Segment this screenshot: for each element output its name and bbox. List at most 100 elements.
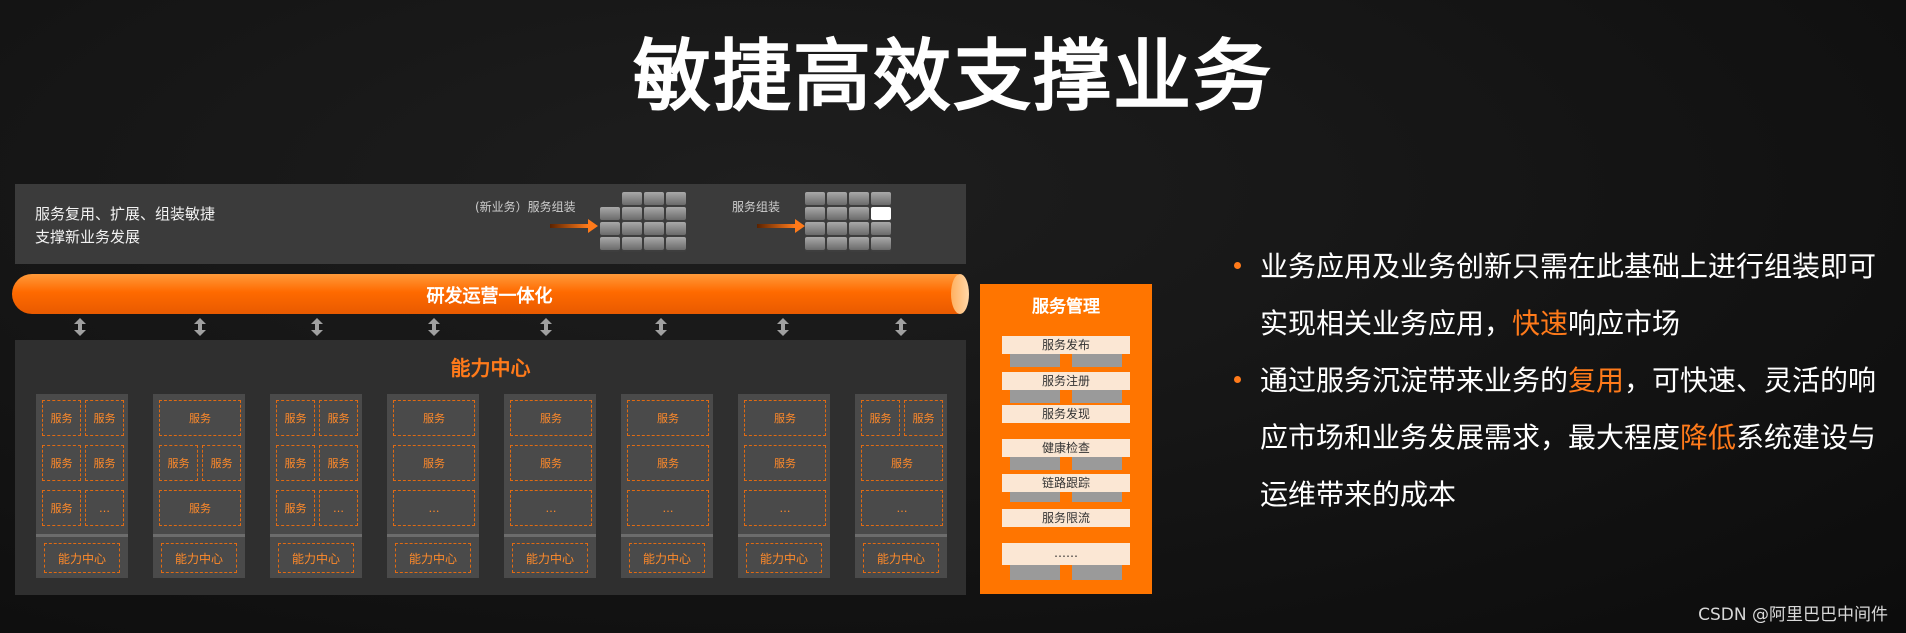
service-cubes-1 <box>600 192 686 250</box>
service-cell: 服务 <box>159 445 198 481</box>
service-mgmt-item: …… <box>1002 543 1130 565</box>
double-arrow-icon <box>194 318 206 336</box>
service-cell: 服务 <box>159 400 241 436</box>
double-arrow-icon <box>655 318 667 336</box>
band-desc-line1: 服务复用、扩展、组装敏捷 <box>35 205 216 223</box>
column-divider <box>738 534 830 537</box>
capability-footer: 能力中心 <box>746 543 822 573</box>
service-cubes-2 <box>805 192 891 250</box>
service-management-title: 服务管理 <box>1032 297 1100 317</box>
column-divider <box>36 534 128 537</box>
service-cell: 服务 <box>510 400 592 436</box>
service-cell: 服务 <box>159 490 241 526</box>
service-cell: … <box>510 490 592 526</box>
service-mgmt-item: 健康检查 <box>1002 439 1130 457</box>
service-cell: 服务 <box>861 400 900 436</box>
service-mgmt-item: 链路跟踪 <box>1002 474 1130 492</box>
service-cell: 服务 <box>393 445 475 481</box>
service-cell: 服务 <box>42 490 81 526</box>
devops-label: 研发运营一体化 <box>426 286 553 307</box>
service-block <box>1010 456 1060 470</box>
pipe-cap <box>951 274 969 314</box>
bullet-dot-icon <box>1234 262 1241 269</box>
service-cell: 服务 <box>319 445 358 481</box>
service-cell: 服务 <box>42 400 81 436</box>
service-block <box>1010 353 1060 367</box>
highlight-text: 快速 <box>1512 307 1569 340</box>
double-arrow-icon <box>428 318 440 336</box>
service-cell: … <box>744 490 826 526</box>
capability-column: 服务 服务 … 能力中心 <box>504 394 596 578</box>
service-cell: 服务 <box>393 400 475 436</box>
service-cell: 服务 <box>85 445 124 481</box>
capability-footer: 能力中心 <box>629 543 705 573</box>
service-cell: 服务 <box>42 445 81 481</box>
bullet-item: 通过服务沉淀带来业务的复用，可快速、灵活的响应市场和业务发展需求，最大程度降低系… <box>1230 352 1890 523</box>
column-divider <box>504 534 596 537</box>
service-cell: 服务 <box>276 490 315 526</box>
assembly-label: 服务组装 <box>732 200 781 214</box>
service-block <box>1072 353 1122 367</box>
service-block <box>1010 564 1060 580</box>
service-cell: 服务 <box>319 400 358 436</box>
service-cell: 服务 <box>627 445 709 481</box>
service-cell: 服务 <box>510 445 592 481</box>
band-desc-line2: 支撑新业务发展 <box>35 228 141 246</box>
service-cell: 服务 <box>276 400 315 436</box>
band-description: 服务复用、扩展、组装敏捷 支撑新业务发展 <box>35 203 215 249</box>
service-cell: 服务 <box>904 400 943 436</box>
capability-column: 服务 服务 服务 服务 服务 … 能力中心 <box>270 394 362 578</box>
capability-column: 服务 服务 … 能力中心 <box>738 394 830 578</box>
capability-column: 服务 服务 … 能力中心 <box>621 394 713 578</box>
double-arrow-icon <box>540 318 552 336</box>
bullet-list: 业务应用及业务创新只需在此基础上进行组装即可实现相关业务应用，快速响应市场 通过… <box>1230 238 1890 523</box>
capability-footer: 能力中心 <box>395 543 471 573</box>
bullet-text: 响应市场 <box>1568 307 1681 340</box>
assembly-arrow-1 <box>550 219 598 233</box>
bullet-item: 业务应用及业务创新只需在此基础上进行组装即可实现相关业务应用，快速响应市场 <box>1230 238 1890 352</box>
service-block <box>1072 564 1122 580</box>
capability-footer: 能力中心 <box>44 543 120 573</box>
service-assembly-band: 服务复用、扩展、组装敏捷 支撑新业务发展 (新业务）服务组装 服务组装 <box>15 184 966 264</box>
bullet-dot-icon <box>1234 376 1241 383</box>
column-divider <box>270 534 362 537</box>
service-cell: … <box>861 490 943 526</box>
service-block <box>1072 389 1122 403</box>
capability-title: 能力中心 <box>450 356 531 380</box>
capability-column: 服务 服务 … 能力中心 <box>387 394 479 578</box>
assembly-arrow-2 <box>757 219 805 233</box>
service-cell: … <box>319 490 358 526</box>
capability-footer: 能力中心 <box>161 543 237 573</box>
capability-footer: 能力中心 <box>512 543 588 573</box>
service-mgmt-item: 服务发现 <box>1002 405 1130 423</box>
double-arrow-icon <box>74 318 86 336</box>
highlight-text: 降低 <box>1680 421 1737 454</box>
capability-footer: 能力中心 <box>278 543 354 573</box>
service-block <box>1072 456 1122 470</box>
assembly-label-new: (新业务）服务组装 <box>475 200 576 214</box>
service-block <box>1010 389 1060 403</box>
column-divider <box>153 534 245 537</box>
capability-column: 服务 服务 服务 服务 服务 … 能力中心 <box>36 394 128 578</box>
service-cell: 服务 <box>202 445 241 481</box>
bullet-text: 系统建设与运维带来的成本 <box>1260 421 1877 511</box>
service-mgmt-item: 服务限流 <box>1002 509 1130 527</box>
double-arrow-icon <box>311 318 323 336</box>
column-divider <box>855 534 947 537</box>
service-cell: 服务 <box>627 400 709 436</box>
service-mgmt-item: 服务注册 <box>1002 372 1130 390</box>
service-cell: 服务 <box>276 445 315 481</box>
highlight-text: 复用 <box>1568 364 1625 397</box>
bullet-text: 业务应用及业务创新只需在此基础上进行组装即可实现相关业务应用， <box>1260 250 1877 340</box>
service-cell: 服务 <box>861 445 943 481</box>
double-arrow-icon <box>777 318 789 336</box>
column-divider <box>621 534 713 537</box>
double-arrow-icon <box>895 318 907 336</box>
capability-column: 服务 服务 服务 … 能力中心 <box>855 394 947 578</box>
service-cell: … <box>393 490 475 526</box>
devops-pipeline-bar: 研发运营一体化 <box>12 274 969 314</box>
service-cell: … <box>627 490 709 526</box>
service-management-panel: 服务管理 服务发布 服务注册 服务发现 健康检查 链路跟踪 服务限流 …… <box>980 284 1152 594</box>
capability-center-area: 能力中心 服务 服务 服务 服务 服务 … 能力中心 服务 服务 服务 服务 能… <box>15 340 966 595</box>
service-cell: 服务 <box>85 400 124 436</box>
